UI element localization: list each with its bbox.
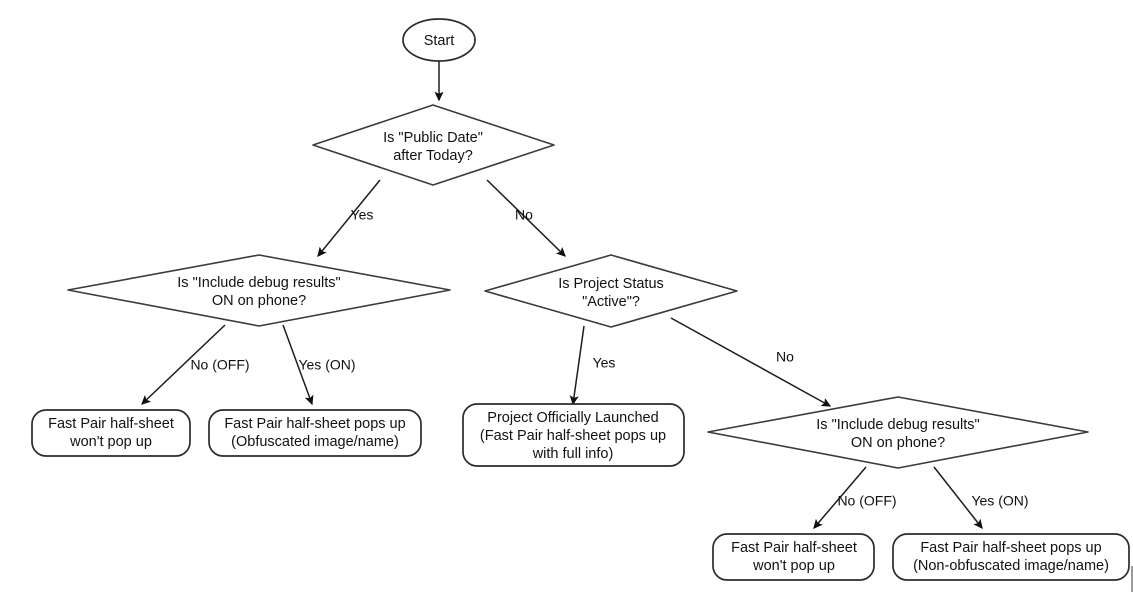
terminal-left-no-line1: Fast Pair half-sheet (48, 416, 174, 432)
edge-label-project-status-yes: Yes (593, 355, 616, 371)
edge-public-date-yes: Yes (317, 179, 381, 258)
terminal-right-no-line1: Fast Pair half-sheet (731, 540, 857, 556)
edge-debug-left-no: No (OFF) (141, 324, 250, 405)
node-decision-debug-right[interactable]: Is "Include debug results" ON on phone? (707, 396, 1089, 469)
node-terminal-left-yes[interactable]: Fast Pair half-sheet pops up (Obfuscated… (208, 409, 422, 457)
node-terminal-left-no[interactable]: Fast Pair half-sheet won't pop up (31, 409, 191, 457)
debug-left-label-line2: ON on phone? (212, 293, 306, 309)
terminal-left-no-line2: won't pop up (69, 434, 152, 450)
debug-right-diamond (707, 396, 1089, 469)
node-start[interactable]: Start (402, 18, 476, 62)
public-date-diamond (312, 104, 555, 186)
edge-project-status-no: No (670, 317, 832, 407)
terminal-launched-line1: Project Officially Launched (487, 410, 658, 426)
terminal-left-no-box (31, 409, 191, 457)
edge-label-project-status-no: No (776, 349, 794, 365)
terminal-right-yes-box (892, 533, 1130, 581)
edge-public-date-no: No (486, 179, 566, 257)
node-decision-debug-left[interactable]: Is "Include debug results" ON on phone? (67, 254, 451, 327)
edge-debug-left-yes: Yes (ON) (282, 324, 356, 406)
edge-label-debug-left-no: No (OFF) (190, 357, 249, 373)
terminal-launched-box (462, 403, 685, 467)
public-date-label-line1: Is "Public Date" (383, 130, 483, 146)
page-edge-marker (1131, 566, 1133, 592)
edge-project-status-yes: Yes (569, 325, 616, 406)
node-terminal-launched[interactable]: Project Officially Launched (Fast Pair h… (462, 403, 685, 467)
node-decision-public-date[interactable]: Is "Public Date" after Today? (312, 104, 555, 186)
terminal-left-yes-line1: Fast Pair half-sheet pops up (224, 416, 405, 432)
terminal-right-yes-line1: Fast Pair half-sheet pops up (920, 540, 1101, 556)
node-terminal-right-yes[interactable]: Fast Pair half-sheet pops up (Non-obfusc… (892, 533, 1130, 581)
public-date-label-line2: after Today? (393, 148, 473, 164)
debug-right-label-line2: ON on phone? (851, 435, 945, 451)
terminal-launched-line2: (Fast Pair half-sheet pops up (480, 428, 666, 444)
edge-label-public-date-yes: Yes (351, 207, 374, 223)
edge-debug-right-no: No (OFF) (813, 466, 897, 529)
edge-label-debug-right-yes: Yes (ON) (971, 493, 1028, 509)
project-status-label-line1: Is Project Status (558, 276, 664, 292)
terminal-right-no-line2: won't pop up (752, 558, 835, 574)
debug-right-label-line1: Is "Include debug results" (816, 417, 979, 433)
terminal-launched-line3: with full info) (532, 446, 614, 462)
terminal-right-yes-line2: (Non-obfuscated image/name) (913, 558, 1109, 574)
terminal-left-yes-line2: (Obfuscated image/name) (231, 434, 399, 450)
start-label: Start (424, 33, 455, 49)
node-decision-project-status[interactable]: Is Project Status "Active"? (484, 254, 738, 328)
debug-left-label-line1: Is "Include debug results" (177, 275, 340, 291)
edge-label-public-date-no: No (515, 207, 533, 223)
start-ellipse (402, 18, 476, 62)
debug-left-diamond (67, 254, 451, 327)
project-status-label-line2: "Active"? (582, 294, 640, 310)
terminal-left-yes-box (208, 409, 422, 457)
edge-label-debug-left-yes: Yes (ON) (298, 357, 355, 373)
node-terminal-right-no[interactable]: Fast Pair half-sheet won't pop up (712, 533, 875, 581)
edge-debug-right-yes: Yes (ON) (933, 466, 1029, 530)
project-status-diamond (484, 254, 738, 328)
edge-label-debug-right-no: No (OFF) (837, 493, 896, 509)
terminal-right-no-box (712, 533, 875, 581)
